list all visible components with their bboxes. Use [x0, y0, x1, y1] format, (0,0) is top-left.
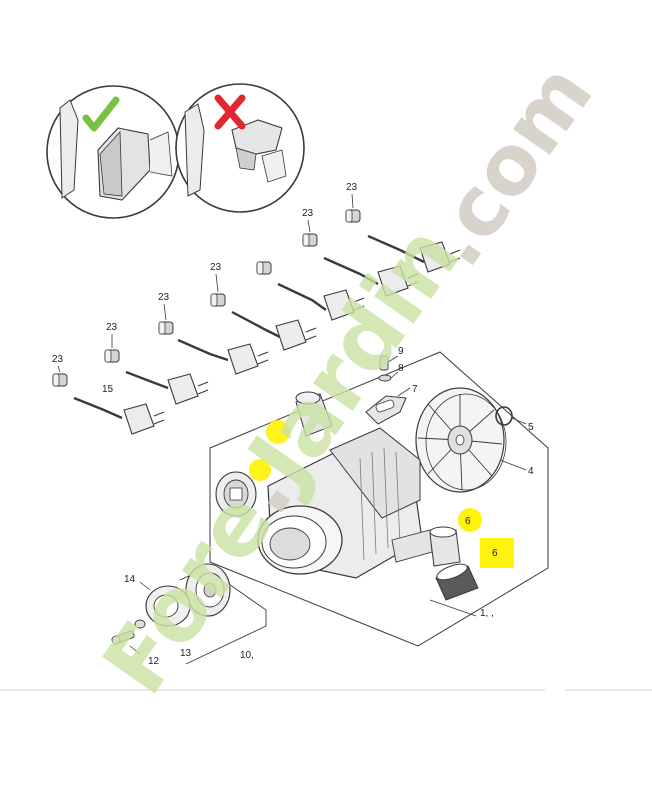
label-circlip: 5: [528, 422, 534, 433]
plug-cap-face: [104, 349, 112, 363]
label-plug-cap: 23: [158, 292, 170, 303]
motor-brush-holder: [295, 391, 333, 437]
power-cord: [73, 396, 123, 420]
fan: [415, 387, 527, 493]
label-plug-cap: 23: [52, 354, 64, 365]
plug-pin: [257, 351, 269, 357]
label-plug-cap: 23: [210, 262, 222, 273]
power-cord: [125, 370, 169, 390]
plug-pin: [353, 305, 365, 311]
plug-body: [275, 319, 307, 351]
plug-pin: [353, 297, 365, 303]
assembly-outline: [209, 351, 549, 647]
plug-pin: [407, 273, 419, 279]
label-bolt: 12: [148, 656, 160, 667]
label-bushing-highlight: 6: [492, 548, 498, 559]
leader-line: [57, 365, 61, 373]
circlip: [495, 406, 527, 426]
plug-pin: [305, 335, 317, 341]
label-cable-clamp: 7: [412, 384, 418, 395]
plug-cap-face: [210, 293, 218, 307]
plug-pin: [449, 249, 461, 255]
bushing-lower: [435, 563, 479, 601]
plug-body: [167, 373, 199, 405]
label-screw: 9: [398, 346, 404, 357]
label-plug-cap: 23: [346, 182, 358, 193]
washer-small: [134, 619, 146, 629]
label-plug-cap: 23: [302, 208, 314, 219]
plug-pin: [305, 327, 317, 333]
highlight-marker: [458, 508, 482, 532]
leader-line: [351, 193, 354, 209]
screw: [379, 355, 399, 371]
leader-line: [307, 219, 311, 233]
plug-pin: [257, 359, 269, 365]
bushing-upper: [429, 526, 461, 567]
plug-pin: [153, 411, 165, 417]
plug-body: [323, 289, 355, 321]
label-plug-cap: 23: [106, 322, 118, 333]
highlight-marker: [266, 420, 290, 444]
plug-pin: [407, 281, 419, 287]
label-fan: 4: [528, 466, 534, 477]
seal: [139, 581, 191, 627]
highlight-marker: [249, 459, 271, 481]
svg-text:.com: .com: [407, 48, 612, 284]
plug-pin: [197, 381, 209, 387]
brush-assembly: [215, 471, 257, 517]
cross-icon: [214, 94, 246, 130]
plug-cap-face: [302, 233, 310, 247]
label-power-cord: 15: [102, 384, 114, 395]
label-bearing-assembly: 10,: [240, 650, 254, 661]
washer: [378, 371, 399, 382]
plug-cap-face: [52, 373, 60, 387]
highlight-marker: [480, 538, 514, 568]
cable-clamp: [365, 387, 411, 425]
bearing-housing: [185, 563, 231, 617]
plug-cap-face: [158, 321, 166, 335]
correct-installation-detail: [46, 85, 180, 219]
power-cord: [177, 338, 229, 362]
plug-pin: [449, 257, 461, 263]
label-washer: 8: [398, 363, 404, 374]
label-screw-assembly: 13: [180, 648, 192, 659]
plug-body: [377, 265, 409, 297]
check-icon: [82, 96, 120, 132]
incorrect-installation-detail: [175, 83, 305, 213]
plug-body: [123, 403, 155, 435]
leader-line: [163, 303, 167, 321]
plug-body: [227, 343, 259, 375]
plug-cap-face: [345, 209, 353, 223]
power-cord: [231, 310, 283, 340]
label-seal: 14: [124, 574, 136, 585]
leader-line: [215, 273, 219, 293]
plug-pin: [153, 419, 165, 425]
plug-variants: [52, 193, 461, 435]
power-cord: [323, 256, 379, 286]
motor-body: [257, 427, 477, 617]
bolt: [111, 630, 141, 655]
power-cord: [367, 234, 425, 264]
label-motor-assembly: 1, ,: [480, 608, 494, 619]
plug-body: [419, 241, 451, 273]
power-cord: [277, 282, 327, 311]
plug-pin: [197, 389, 209, 395]
label-motor-highlight: 6: [465, 516, 471, 527]
plug-cap-face: [256, 261, 264, 275]
